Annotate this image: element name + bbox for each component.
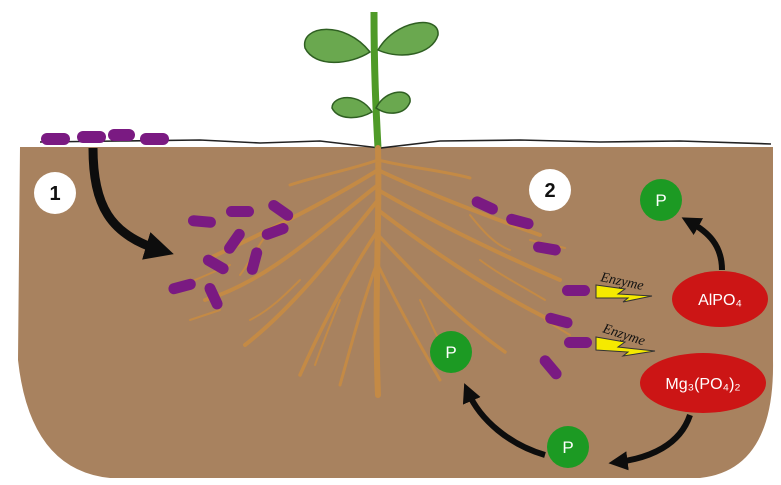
mg3po42-label: Mg₃(PO₄)₂	[665, 376, 740, 393]
plant-seedling	[305, 12, 438, 148]
plant-leaf-top-right	[378, 23, 438, 55]
phosphate-label: P	[655, 191, 666, 210]
bacterium	[226, 206, 254, 217]
bacterium	[41, 133, 70, 145]
bacterium	[77, 131, 106, 143]
phosphate-ion-bottom: P	[547, 426, 589, 468]
bacterium	[564, 337, 592, 348]
step-1-marker: 1	[34, 172, 76, 214]
step-2-marker: 2	[529, 169, 571, 211]
plant-leaf-low-left	[332, 98, 372, 118]
bacterium	[140, 133, 169, 145]
plant-stem	[374, 12, 378, 148]
surface-bacteria	[41, 129, 169, 145]
alpo4-compound: AlPO₄	[672, 271, 768, 327]
alpo4-label: AlPO₄	[698, 292, 742, 309]
phosphate-ion-top: P	[640, 179, 682, 221]
bacterium	[562, 285, 590, 296]
phosphate-ion-left: P	[430, 331, 472, 373]
phosphate-label: P	[445, 343, 456, 362]
plant-leaf-low-right	[376, 92, 410, 113]
plant-leaf-top-left	[305, 29, 370, 62]
bacterium	[108, 129, 135, 141]
step-2-label: 2	[544, 180, 555, 202]
phosphate-label: P	[562, 438, 573, 457]
mg3po42-compound: Mg₃(PO₄)₂	[640, 353, 766, 413]
step-1-label: 1	[49, 183, 60, 205]
